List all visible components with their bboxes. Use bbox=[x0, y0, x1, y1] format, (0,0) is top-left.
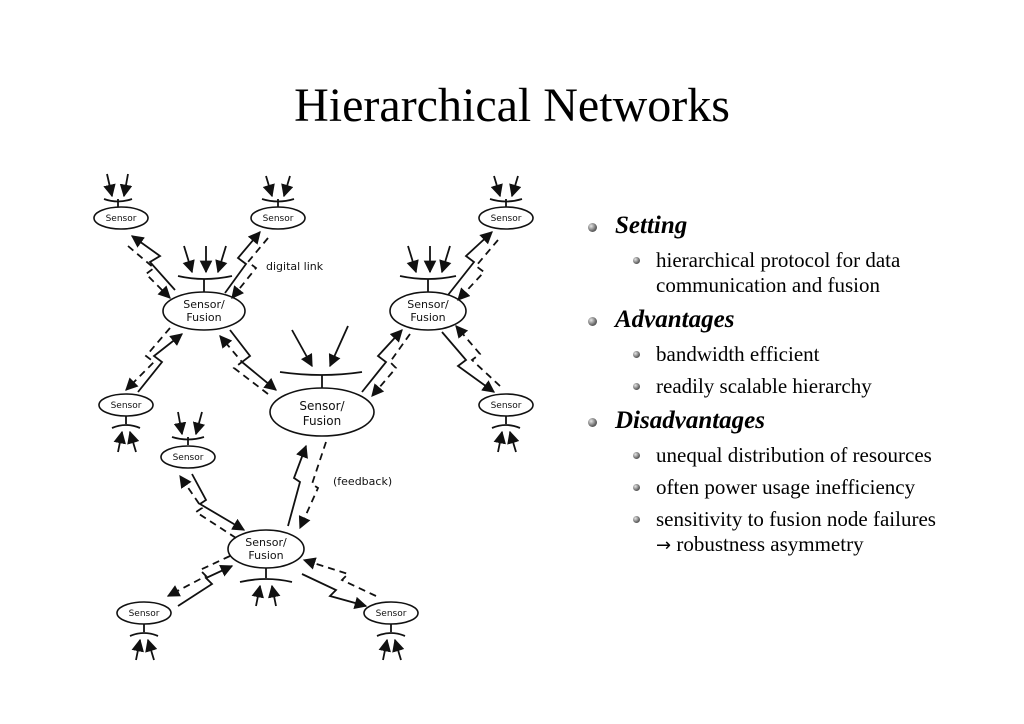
sensor-top-right: Sensor bbox=[478, 175, 534, 230]
bullet-dot-icon bbox=[633, 516, 640, 523]
sensor-label: Sensor bbox=[106, 214, 137, 224]
bullet-dot-icon bbox=[588, 317, 597, 326]
feedback-label: (feedback) bbox=[333, 475, 392, 488]
sensor-mid-left: Sensor bbox=[98, 393, 154, 453]
fusion-label-line2: Fusion bbox=[186, 311, 221, 324]
digital-link-label: digital link bbox=[266, 260, 324, 273]
bullet-item: often power usage inefficiency bbox=[588, 475, 1008, 500]
fusion-node-lower: Sensor/ Fusion bbox=[227, 529, 305, 607]
links bbox=[125, 231, 501, 610]
bullet-dot-icon bbox=[588, 418, 597, 427]
sensor-label: Sensor bbox=[263, 214, 294, 224]
hierarchical-network-diagram: Sensor Sensor Sensor Sensor/ Fusion bbox=[93, 173, 534, 661]
slide-title: Hierarchical Networks bbox=[294, 79, 730, 132]
fusion-node-upper-right: Sensor/ Fusion bbox=[389, 245, 467, 331]
fusion-label-line1: Sensor/ bbox=[299, 399, 345, 413]
sensor-top-left: Sensor bbox=[93, 173, 149, 230]
sensor-lower-left: Sensor bbox=[160, 411, 216, 469]
fusion-label-line1: Sensor/ bbox=[407, 298, 449, 311]
bullet-dot-icon bbox=[633, 257, 640, 264]
bullet-dot-icon bbox=[633, 383, 640, 390]
bullet-item: bandwidth efficient bbox=[588, 342, 1008, 367]
bullet-dot-icon bbox=[633, 484, 640, 491]
fusion-node-upper-left: Sensor/ Fusion bbox=[162, 245, 246, 331]
bullet-heading-disadvantages: Disadvantages bbox=[588, 406, 1008, 436]
bullet-item: unequal distribution of resources bbox=[588, 443, 1008, 468]
bullet-heading-advantages: Advantages bbox=[588, 305, 1008, 335]
right-arrow-icon: → bbox=[656, 535, 672, 556]
bullet-list: Setting hierarchical protocol for data c… bbox=[588, 204, 1008, 558]
fusion-label-line2: Fusion bbox=[410, 311, 445, 324]
sensor-label: Sensor bbox=[491, 214, 522, 224]
sensor-label: Sensor bbox=[111, 401, 142, 411]
bullet-dot-icon bbox=[633, 452, 640, 459]
bullet-item: readily scalable hierarchy bbox=[588, 374, 1008, 399]
sensor-label: Sensor bbox=[376, 609, 407, 619]
fusion-label-line2: Fusion bbox=[303, 414, 341, 428]
bullet-item: sensitivity to fusion node failures → ro… bbox=[588, 507, 1008, 558]
bullet-dot-icon bbox=[588, 223, 597, 232]
fusion-label-line1: Sensor/ bbox=[183, 298, 225, 311]
sensor-label: Sensor bbox=[491, 401, 522, 411]
sensor-label: Sensor bbox=[173, 453, 204, 463]
sensor-label: Sensor bbox=[129, 609, 160, 619]
fusion-label-line2: Fusion bbox=[248, 549, 283, 562]
sensor-mid-right: Sensor bbox=[478, 393, 534, 453]
fusion-label-line1: Sensor/ bbox=[245, 536, 287, 549]
bullet-heading-setting: Setting bbox=[588, 211, 1008, 241]
sensor-bottom-right: Sensor bbox=[363, 601, 419, 661]
bullet-dot-icon bbox=[633, 351, 640, 358]
bullet-item: hierarchical protocol for data communica… bbox=[588, 248, 1008, 298]
sensor-bottom-left: Sensor bbox=[116, 601, 172, 661]
sensor-top-middle: Sensor bbox=[250, 175, 306, 230]
fusion-node-central: Sensor/ Fusion bbox=[269, 325, 375, 437]
continuation-text: robustness asymmetry bbox=[676, 532, 864, 556]
